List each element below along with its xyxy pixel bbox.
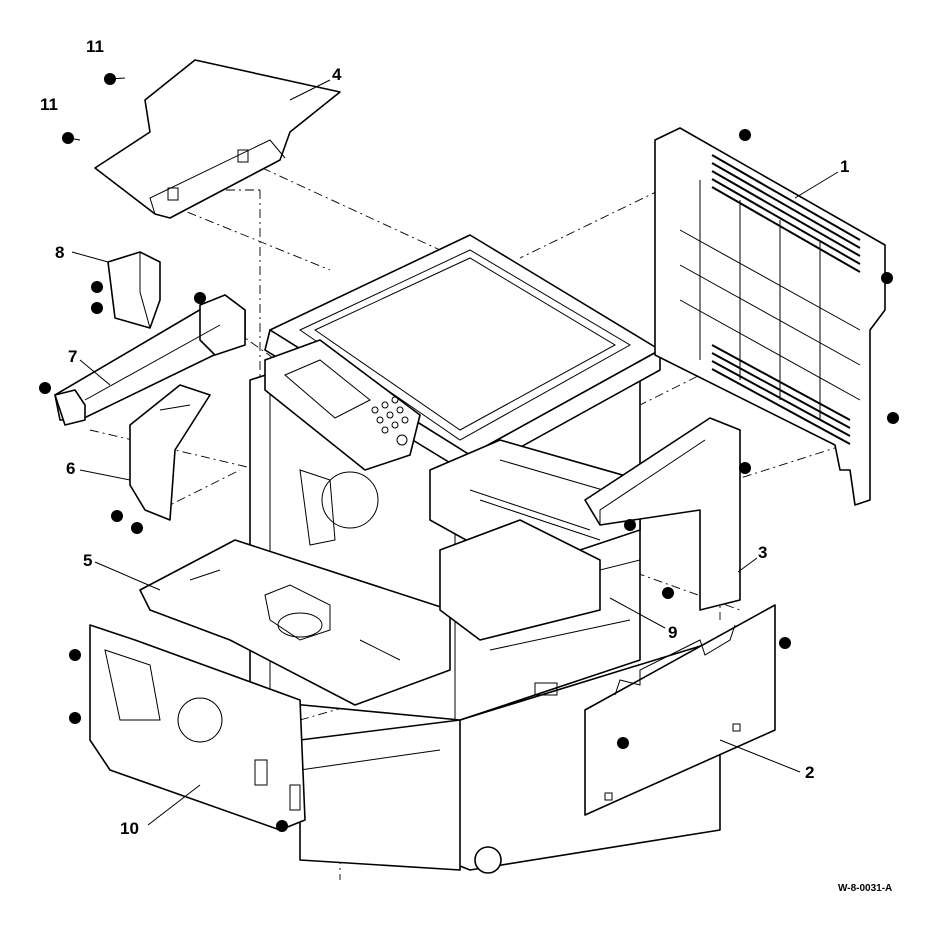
- part-rear-cover: [654, 127, 886, 506]
- screws: [39, 73, 899, 832]
- part-small-cover: [107, 251, 161, 329]
- screw-icon: [881, 272, 893, 284]
- screw-icon: [91, 302, 103, 314]
- rear-cover-vents-bottom: [711, 344, 851, 445]
- callout-8: 8: [55, 243, 64, 262]
- callout-6: 6: [66, 459, 75, 478]
- screw-icon: [194, 292, 206, 304]
- callouts: 1 2 3 4 5 6 7 8 9 10 11 11: [40, 37, 849, 838]
- callout-1: 1: [840, 157, 849, 176]
- rear-cover-vents-top: [711, 154, 861, 273]
- screw-icon: [91, 281, 103, 293]
- screw-icon: [39, 382, 51, 394]
- part-inner-cover: [439, 519, 601, 641]
- screw-icon: [276, 820, 288, 832]
- callout-3: 3: [758, 543, 767, 562]
- callout-10: 10: [120, 819, 139, 838]
- part-lower-rear-panel: [584, 604, 776, 816]
- rear-cover-grille: [679, 180, 861, 420]
- callout-7: 7: [68, 347, 77, 366]
- screw-icon: [131, 522, 143, 534]
- screw-icon: [739, 129, 751, 141]
- screw-icon: [111, 510, 123, 522]
- callout-11-top: 11: [86, 37, 104, 56]
- screw-icon: [62, 132, 81, 144]
- callout-11-left: 11: [40, 95, 58, 114]
- part-top-cover: [94, 59, 341, 219]
- part-left-side-cover: [89, 624, 306, 831]
- control-panel: [264, 339, 421, 471]
- screw-icon: [69, 649, 81, 661]
- screw-icon: [662, 587, 674, 599]
- screw-icon: [779, 637, 791, 649]
- callout-5: 5: [83, 551, 92, 570]
- part-right-cover: [584, 417, 741, 611]
- screw-icon: [887, 412, 899, 424]
- screw-icon: [104, 73, 126, 85]
- part-front-rail: [54, 294, 246, 426]
- screw-icon: [739, 462, 751, 474]
- callout-2: 2: [805, 763, 814, 782]
- callout-9: 9: [668, 623, 677, 642]
- screw-icon: [617, 737, 629, 749]
- keypad: [371, 396, 409, 446]
- callout-4: 4: [332, 65, 342, 84]
- part-side-tray: [139, 539, 451, 706]
- callout-leaders: [71, 79, 839, 826]
- part-front-left-cover: [129, 384, 211, 521]
- screw-icon: [624, 519, 636, 531]
- figure-id: W-8-0031-A: [838, 883, 892, 894]
- screw-icon: [69, 712, 81, 724]
